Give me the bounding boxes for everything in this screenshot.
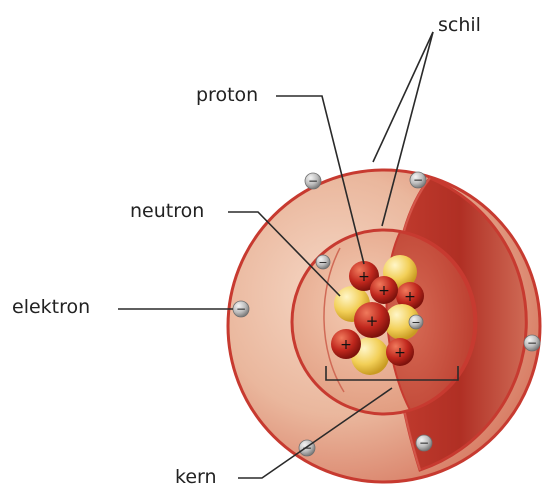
electron: − (316, 255, 330, 269)
electron-sign: − (236, 302, 246, 316)
electron-sign: − (419, 436, 429, 450)
electron-sign: − (318, 256, 327, 269)
electron-sign: − (527, 336, 537, 350)
electron-sign: − (411, 316, 420, 329)
electron: − (416, 435, 432, 451)
electron-sign: − (308, 174, 318, 188)
label-elektron: elektron (12, 298, 90, 317)
electron: − (524, 335, 540, 351)
electron: − (305, 173, 321, 189)
electron-sign: − (413, 173, 423, 187)
proton-sign: + (378, 283, 390, 299)
proton-particle: + (386, 338, 414, 366)
proton-sign: + (358, 269, 370, 285)
label-neutron: neutron (130, 202, 204, 221)
electron-sign: − (302, 441, 312, 455)
electron: − (409, 315, 423, 329)
label-proton: proton (196, 86, 258, 105)
label-schil: schil (438, 16, 481, 35)
proton-sign: + (366, 312, 379, 330)
proton-sign: + (340, 337, 352, 353)
proton-sign: + (404, 289, 416, 305)
electron: − (233, 301, 249, 317)
proton-sign: + (394, 345, 406, 361)
proton-particle: + (354, 302, 390, 338)
proton-particle: + (331, 329, 361, 359)
schil-leader-line (373, 32, 433, 162)
proton-particle: + (370, 276, 398, 304)
label-kern: kern (175, 468, 217, 487)
electron: − (410, 172, 426, 188)
